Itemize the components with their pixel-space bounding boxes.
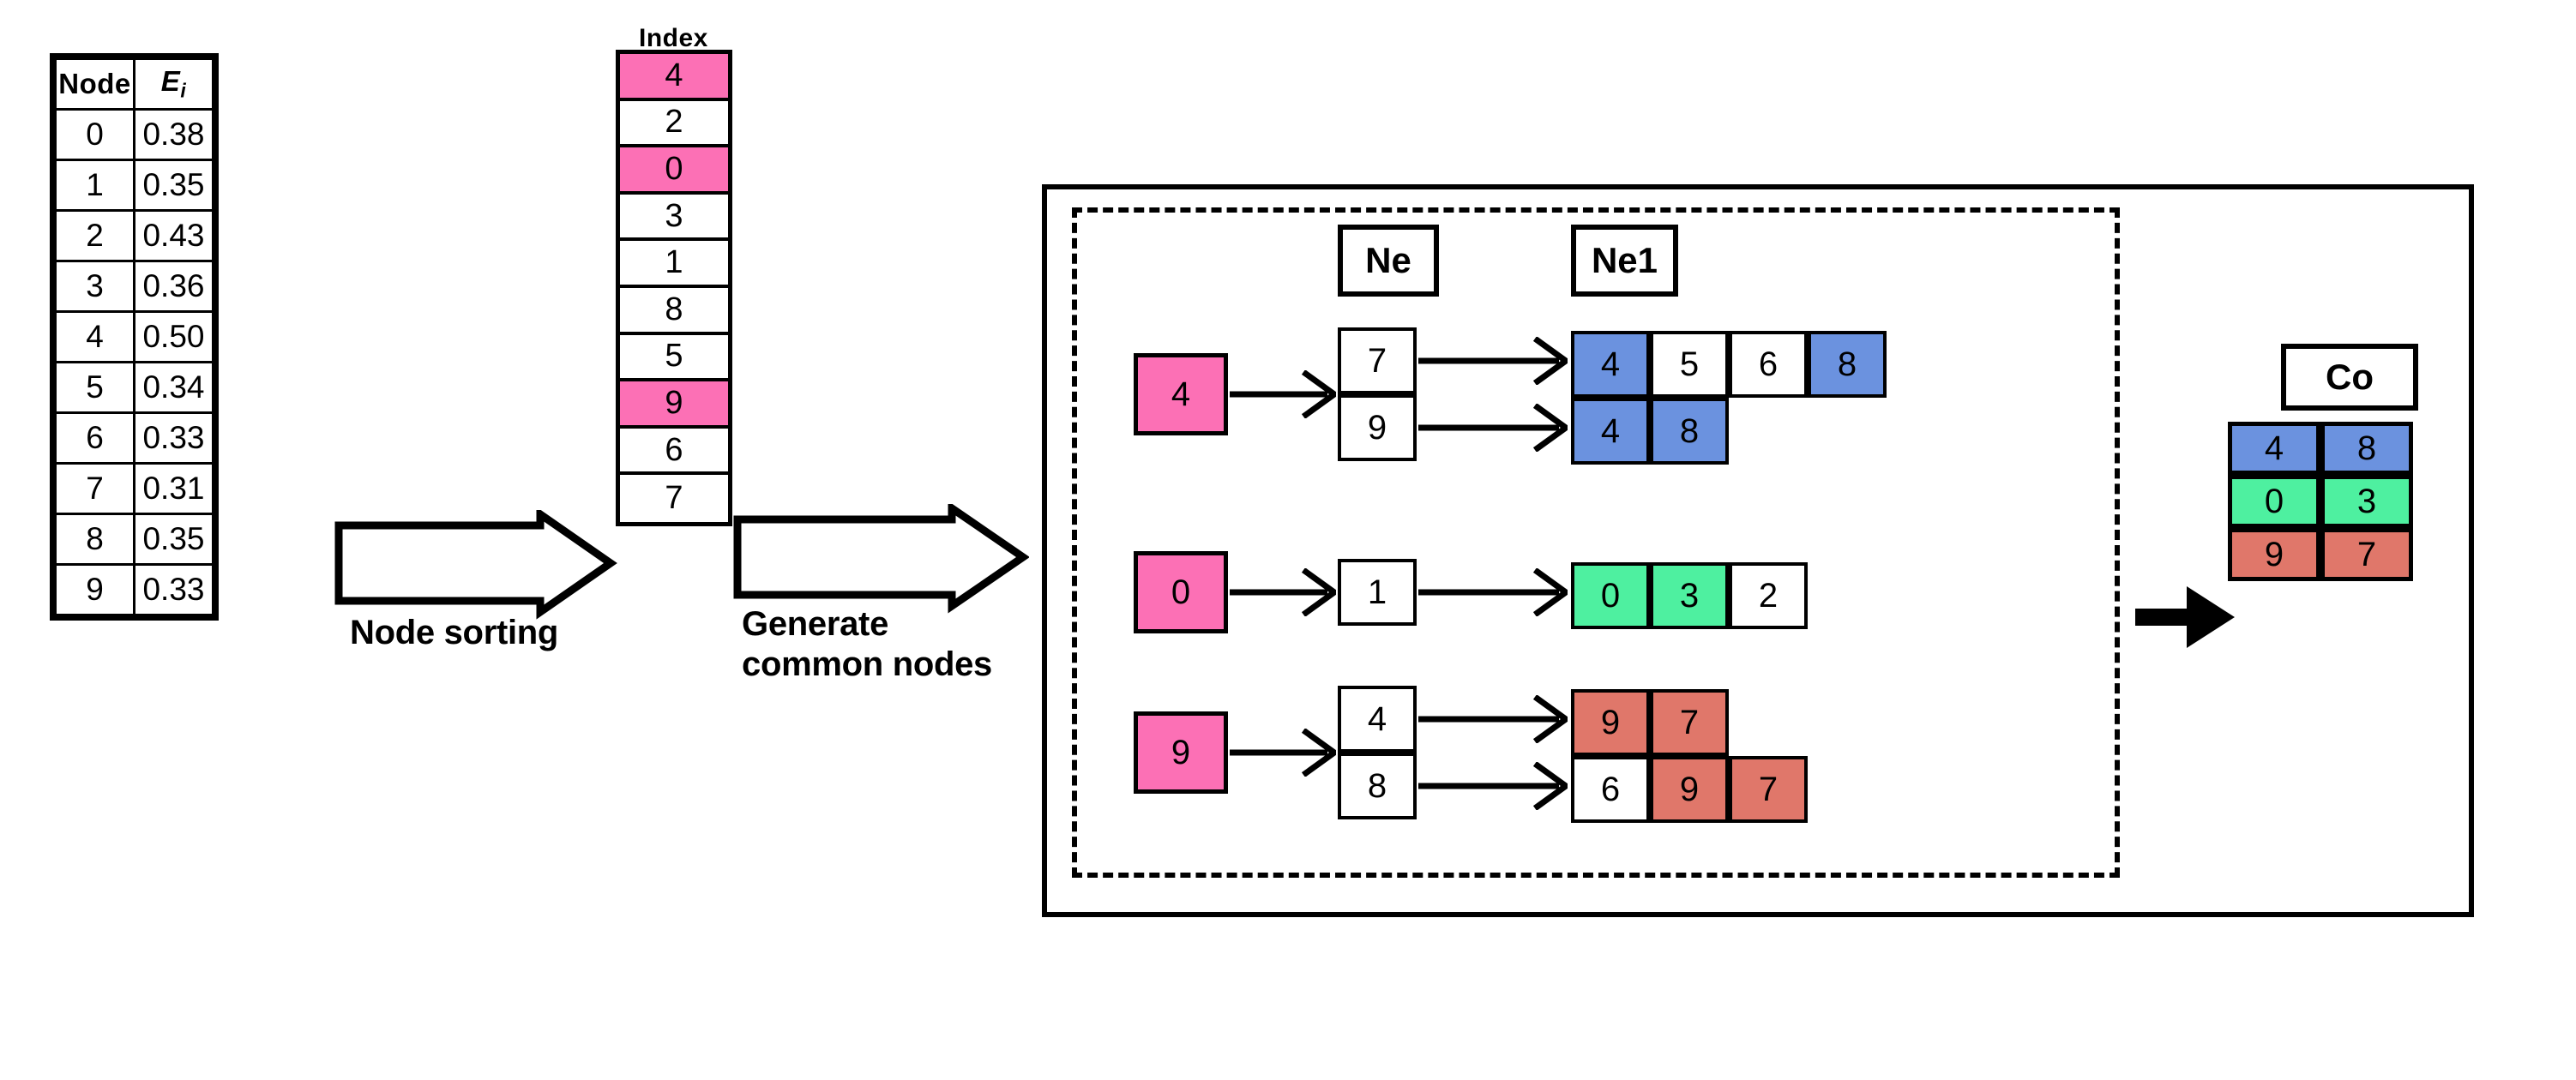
ne-cell: 1: [1338, 559, 1417, 626]
index-cell: 9: [620, 381, 728, 429]
index-cell: 8: [620, 287, 728, 335]
ne1-cell: 5: [1650, 331, 1729, 398]
ne1-cell: 7: [1650, 689, 1729, 756]
index-cell: 7: [620, 475, 728, 522]
generate-common-nodes-block-arrow: [733, 504, 1029, 615]
index-cell: 1: [620, 241, 728, 288]
co-result-arrow: [2134, 581, 2236, 653]
ne-cell: 9: [1338, 394, 1417, 461]
index-cell: 2: [620, 100, 728, 148]
common-node-generation-panel: [1042, 184, 2474, 917]
node-cell: 5: [54, 361, 135, 414]
ne1-cell: 4: [1571, 331, 1650, 398]
ei-cell: 0.38: [133, 108, 214, 161]
node-column-header: Node: [54, 57, 135, 111]
ei-cell: 0.36: [133, 260, 214, 313]
ne1-cell: 2: [1729, 562, 1808, 629]
ei-cell: 0.34: [133, 361, 214, 414]
index-column-label: Index: [639, 24, 708, 52]
seed-to-ne-arrow: [1230, 729, 1336, 777]
ne-cell: 7: [1338, 327, 1417, 394]
co-cell: 0: [2228, 475, 2320, 528]
node-cell: 4: [54, 310, 135, 363]
ne1-column-header: Ne1: [1571, 225, 1678, 297]
index-cell: 4: [620, 54, 728, 101]
ne-to-ne1-arrow: [1418, 762, 1568, 810]
neighbor-expansion-dashed-panel: [1072, 207, 2120, 878]
ne1-cell: 6: [1571, 756, 1650, 823]
node-cell: 3: [54, 260, 135, 313]
co-cell: 4: [2228, 422, 2320, 475]
node-cell: 9: [54, 563, 135, 616]
generate-common-nodes-label-line2: common nodes: [742, 645, 992, 683]
node-cell: 0: [54, 108, 135, 161]
ne1-cell: 6: [1729, 331, 1808, 398]
ei-cell: 0.50: [133, 310, 214, 363]
ne1-cell: 4: [1571, 398, 1650, 465]
index-cell: 6: [620, 428, 728, 476]
ei-cell: 0.33: [133, 411, 214, 465]
seed-to-ne-arrow: [1230, 568, 1336, 616]
ne-cell: 8: [1338, 753, 1417, 819]
ne1-cell: 8: [1650, 398, 1729, 465]
ne-to-ne1-arrow: [1418, 568, 1568, 616]
ne-cell: 4: [1338, 686, 1417, 753]
ne-column-header: Ne: [1338, 225, 1439, 297]
co-cell: 7: [2320, 528, 2413, 581]
co-header: Co: [2281, 344, 2418, 411]
co-cell: 9: [2228, 528, 2320, 581]
ne-to-ne1-arrow: [1418, 695, 1568, 743]
node-sorting-label: Node sorting: [350, 614, 559, 651]
ne1-cell: 7: [1729, 756, 1808, 823]
ei-cell: 0.31: [133, 462, 214, 515]
generate-common-nodes-label-line1: Generate: [742, 605, 889, 643]
node-sorting-block-arrow: [334, 510, 617, 621]
ne1-cell: 8: [1808, 331, 1887, 398]
index-cell: 3: [620, 194, 728, 242]
ei-cell: 0.35: [133, 159, 214, 212]
ei-cell: 0.35: [133, 513, 214, 566]
index-cell: 5: [620, 334, 728, 382]
seed-node-cell: 9: [1134, 711, 1228, 794]
ne1-cell: 0: [1571, 562, 1650, 629]
node-cell: 2: [54, 209, 135, 262]
node-cell: 7: [54, 462, 135, 515]
ne1-cell: 9: [1650, 756, 1729, 823]
seed-node-cell: 4: [1134, 353, 1228, 435]
ei-column-header: Ei: [133, 57, 214, 111]
index-cell: 0: [620, 147, 728, 195]
node-cell: 8: [54, 513, 135, 566]
ne1-cell: 3: [1650, 562, 1729, 629]
ne-to-ne1-arrow: [1418, 404, 1568, 452]
node-cell: 1: [54, 159, 135, 212]
seed-to-ne-arrow: [1230, 370, 1336, 418]
co-cell: 3: [2320, 475, 2413, 528]
ei-cell: 0.43: [133, 209, 214, 262]
ne-to-ne1-arrow: [1418, 337, 1568, 385]
ne1-cell: 9: [1571, 689, 1650, 756]
seed-node-cell: 0: [1134, 551, 1228, 633]
node-cell: 6: [54, 411, 135, 465]
ei-cell: 0.33: [133, 563, 214, 616]
co-cell: 8: [2320, 422, 2413, 475]
